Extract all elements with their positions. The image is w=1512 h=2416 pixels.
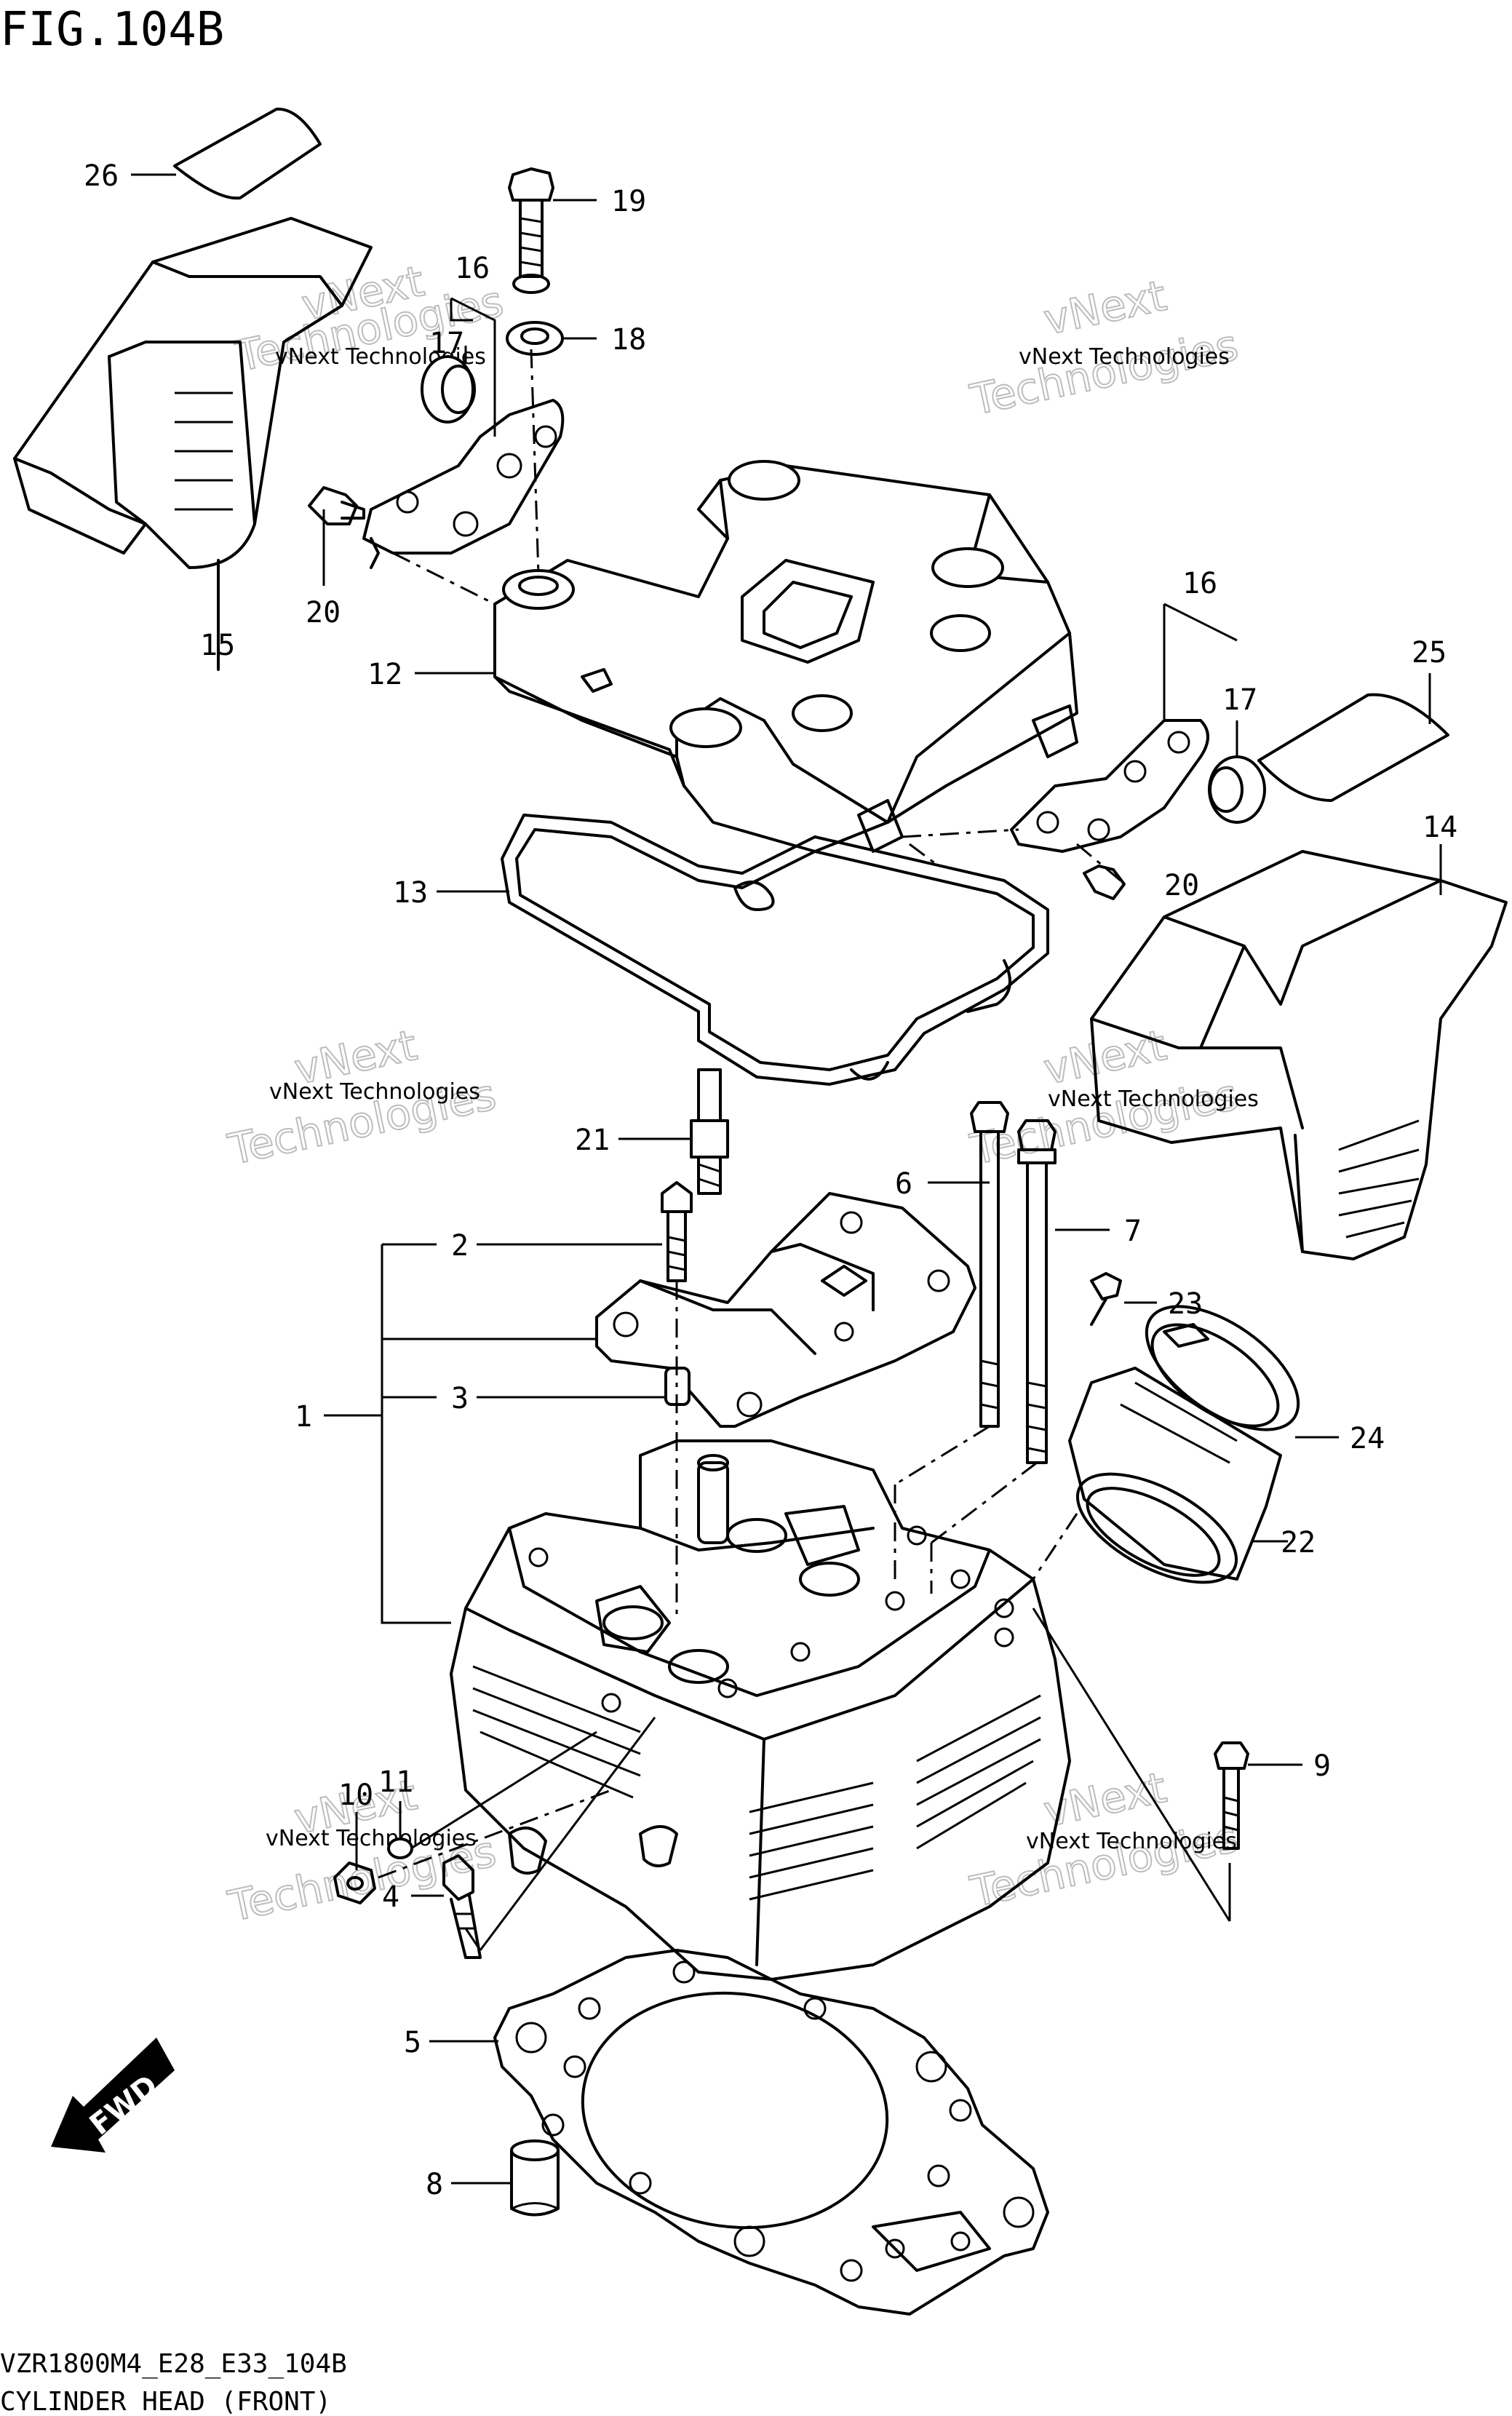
part-24-clamp [1145, 1305, 1300, 1431]
callout-26: 26 [84, 159, 119, 193]
svg-text:vNext Technologies: vNext Technologies [1019, 344, 1230, 370]
part-15-cover [13, 217, 373, 671]
callout-2: 2 [451, 1229, 469, 1263]
callout-20-right: 20 [1164, 869, 1199, 902]
callout-15: 15 [200, 629, 235, 662]
callout-5: 5 [404, 2026, 421, 2059]
svg-text:vNext Technologies: vNext Technologies [266, 1826, 477, 1851]
svg-text:vNext: vNext [1040, 271, 1171, 345]
svg-text:Technologies: Technologies [966, 320, 1243, 425]
part-9-bolt [1214, 1741, 1249, 1850]
part-4-sensor [442, 1854, 482, 1959]
callout-12: 12 [367, 658, 402, 691]
part-10-bolt [333, 1861, 376, 1904]
leader-lines [131, 173, 1442, 2185]
callout-6: 6 [895, 1167, 912, 1201]
callout-10: 10 [338, 1779, 373, 1812]
model-code: VZR1800M4_E28_E33_104B [0, 2349, 347, 2379]
callout-7: 7 [1124, 1215, 1142, 1248]
part-14-cover [1090, 850, 1508, 1260]
callout-20-left: 20 [306, 596, 341, 629]
part-13-gasket [501, 814, 1049, 1086]
part-20-bolt-left [308, 486, 365, 525]
callout-13: 13 [393, 876, 428, 910]
part-20-bolt-right [1083, 865, 1126, 900]
part-25-cap [1257, 693, 1449, 802]
callout-17-right: 17 [1222, 683, 1257, 717]
callout-17-left: 17 [429, 327, 464, 360]
part-7-stud-bolt [1017, 1119, 1057, 1464]
callout-22: 22 [1281, 1526, 1316, 1559]
callout-16-left: 16 [455, 252, 490, 285]
callout-23: 23 [1168, 1287, 1203, 1321]
svg-text:vNext Technologies: vNext Technologies [1048, 1086, 1259, 1112]
watermark-top-left: Technologies vNext vNext Technologies [231, 255, 509, 382]
watermark-top-right: Technologies vNext vNext Technologies [966, 270, 1244, 426]
part-16-bracket-left [362, 399, 565, 569]
svg-text:vNext: vNext [1040, 1763, 1171, 1837]
callout-18: 18 [611, 323, 646, 357]
part-26-cap [173, 107, 322, 200]
svg-text:vNext Technologies: vNext Technologies [269, 1079, 480, 1105]
callout-16-right: 16 [1182, 567, 1217, 600]
watermark-mid-right: Technologies vNext vNext Technologies [966, 1020, 1259, 1175]
callout-25: 25 [1412, 636, 1447, 669]
callout-1: 1 [295, 1400, 312, 1434]
part-19-bolt [508, 167, 554, 294]
watermark-mid-left: Technologies vNext vNext Technologies [223, 1020, 501, 1175]
callout-19: 19 [611, 185, 646, 218]
part-22-intake-pipe [1068, 1367, 1282, 1584]
svg-text:vNext Technologies: vNext Technologies [1026, 1829, 1237, 1854]
figure-title: FIG.104B [0, 3, 224, 57]
figure-caption: CYLINDER HEAD (FRONT) [0, 2387, 331, 2416]
callout-14: 14 [1423, 811, 1457, 844]
part-12-head-cover [493, 460, 1078, 853]
callout-11: 11 [378, 1765, 413, 1799]
callout-4: 4 [382, 1880, 399, 1914]
part-17-grommet-right [1208, 755, 1266, 824]
callout-21: 21 [575, 1124, 610, 1157]
part-23-screw [1090, 1272, 1122, 1326]
part-17-grommet-left [421, 355, 476, 424]
part-5-head-gasket [493, 1949, 1049, 2316]
part-1-camshaft-holder [595, 1192, 976, 1428]
svg-text:Technologies: Technologies [966, 1812, 1243, 1917]
part-21-spark-plug [690, 1068, 729, 1195]
part-18-washer [506, 321, 564, 356]
callout-numbers: 26 15 19 18 16 17 20 12 13 16 17 25 14 2… [84, 159, 1457, 2201]
callout-9: 9 [1313, 1749, 1331, 1783]
part-2-bolt [661, 1181, 693, 1282]
callout-24: 24 [1350, 1422, 1385, 1455]
fwd-direction-icon: FWD [51, 2038, 175, 2153]
part-16-bracket-right [1010, 719, 1209, 853]
svg-text:vNext: vNext [1040, 1020, 1171, 1094]
cylinder-head [450, 1439, 1071, 1981]
callout-3: 3 [451, 1382, 469, 1415]
callout-8: 8 [426, 2168, 443, 2201]
part-11-o-ring [387, 1837, 413, 1859]
part-8-dowel [510, 2139, 560, 2217]
